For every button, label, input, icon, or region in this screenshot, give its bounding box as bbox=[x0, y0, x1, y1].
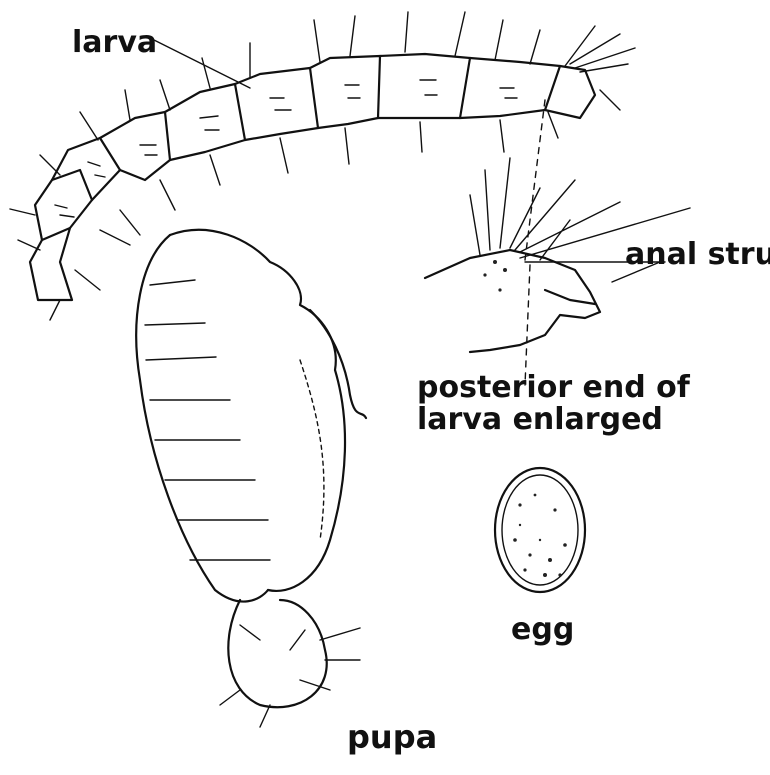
label-pupa: pupa bbox=[347, 721, 437, 753]
label-posterior-line-2: larva enlarged bbox=[417, 405, 663, 435]
egg-figure bbox=[495, 468, 585, 592]
label-egg: egg bbox=[511, 615, 574, 645]
pupa-figure bbox=[136, 230, 366, 727]
label-larva: larva bbox=[72, 28, 157, 58]
label-posterior-line-1: posterior end of bbox=[417, 373, 690, 403]
label-anal-struts: anal struts bbox=[625, 240, 770, 270]
larva-leader-line bbox=[150, 38, 250, 88]
